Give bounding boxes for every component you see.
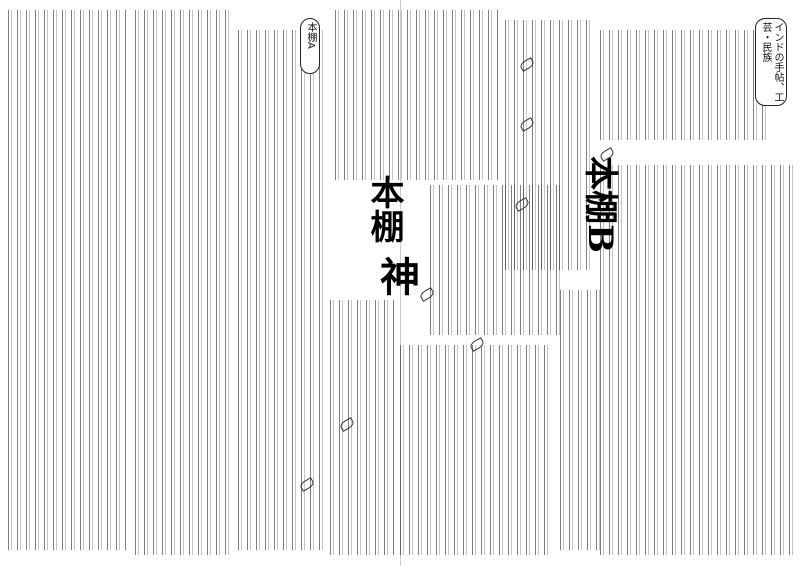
main-title: 本棚 <box>364 175 404 243</box>
text-column-block <box>330 300 395 555</box>
subtitle: 本棚B <box>579 156 620 253</box>
text-column-block <box>735 165 795 555</box>
title-ornament: 神 <box>380 254 420 301</box>
text-column-block <box>8 10 128 550</box>
text-column-block <box>600 30 770 140</box>
text-column-block <box>400 345 550 555</box>
text-column-block <box>135 10 230 555</box>
section-heading-box: インドの手帖、工芸・民族 <box>755 18 787 106</box>
text-column-block <box>335 10 500 180</box>
text-column-block <box>600 165 730 555</box>
fold-line <box>400 0 401 566</box>
section-heading: インドの手帖、工芸・民族 <box>760 22 783 102</box>
text-column-block <box>505 20 595 270</box>
section-heading: 本棚A <box>305 22 316 49</box>
text-column-block <box>238 30 323 550</box>
text-column-block <box>560 290 600 550</box>
section-heading-box: 本棚A <box>300 18 320 74</box>
